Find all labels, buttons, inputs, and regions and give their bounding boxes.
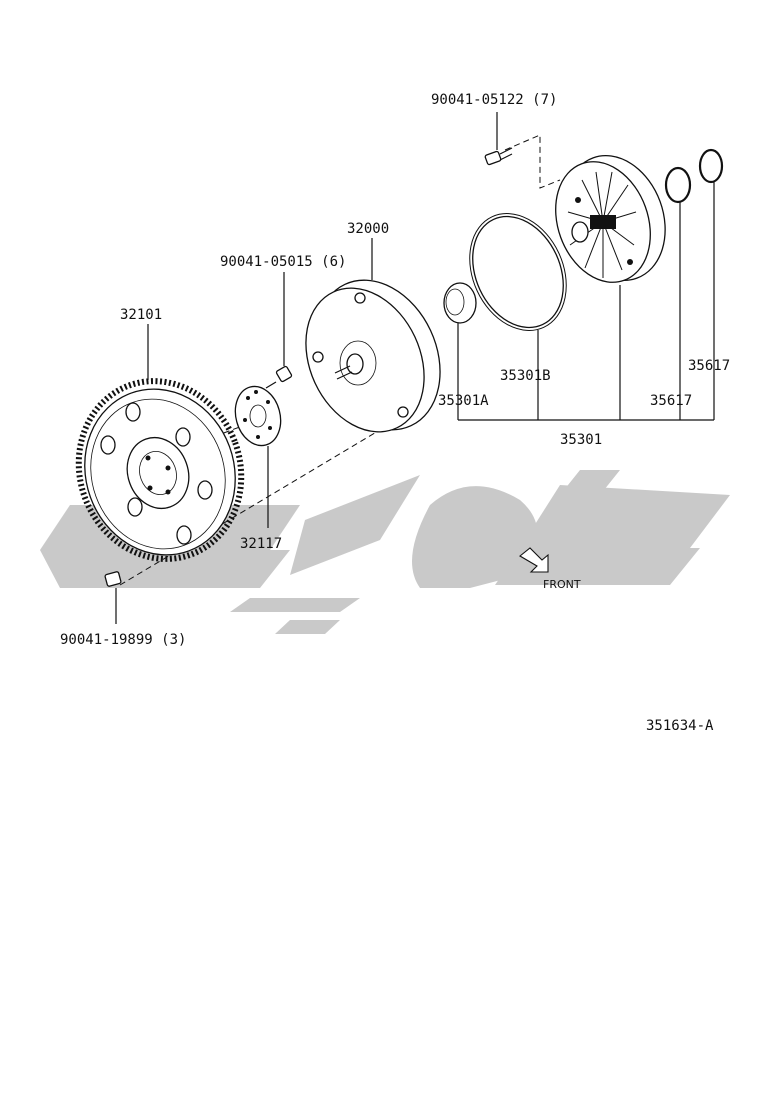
torque-converter — [305, 279, 441, 433]
bolt-align-line-upper — [504, 134, 561, 189]
oil-pump-body — [555, 155, 666, 283]
drive-plate-spacer — [234, 385, 282, 447]
label-32000: 32000 — [347, 221, 389, 237]
label-32101: 32101 — [120, 307, 162, 323]
label-90041-05122: 90041-05122 (7) — [431, 92, 557, 108]
label-35617-upper: 35617 — [688, 358, 730, 374]
part-labels: 90041-05122 (7) 32000 90041-05015 (6) 32… — [60, 92, 730, 734]
label-35301: 35301 — [560, 432, 602, 448]
front-arrow-icon — [519, 547, 549, 573]
snap-rings — [664, 148, 724, 204]
front-label: FRONT — [543, 578, 581, 591]
oil-seal — [443, 282, 477, 324]
label-90041-05015: 90041-05015 (6) — [220, 254, 346, 270]
watermark-logo — [40, 470, 730, 634]
flywheel-ring-gear — [75, 378, 245, 562]
label-90041-19899: 90041-19899 (3) — [60, 632, 186, 648]
o-ring — [469, 213, 567, 331]
label-35617-lower: 35617 — [650, 393, 692, 409]
leader-lines — [115, 112, 715, 624]
figure-id: 351634-A — [646, 718, 714, 734]
bolt-90041-19899 — [104, 571, 122, 587]
bolt-90041-05122 — [484, 147, 513, 166]
label-35301A: 35301A — [438, 393, 489, 409]
label-35301B: 35301B — [500, 368, 551, 384]
flywheel-align-line — [119, 414, 406, 586]
label-32117: 32117 — [240, 536, 282, 552]
bolt-90041-05015 — [265, 365, 293, 389]
